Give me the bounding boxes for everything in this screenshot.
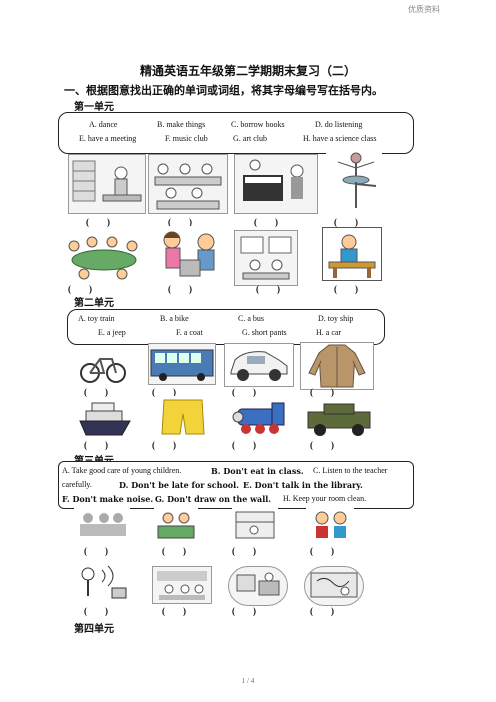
unit-2-opt-h: H. a car	[316, 328, 342, 337]
unit-1-opt-a: A. dance	[89, 120, 118, 129]
unit-4-heading: 第四单元	[74, 624, 114, 635]
unit-1-opt-h: H. have a science class	[303, 134, 377, 143]
unit-3-opt-f: F. Don't make noise.	[62, 494, 154, 504]
unit-2-opt-g: G. short pants	[242, 328, 287, 337]
unit-1-opt-b: B. make things	[157, 120, 206, 129]
jeep-picture	[304, 398, 376, 438]
unit-2-opt-b: B. a bike	[160, 314, 189, 323]
coat-picture	[300, 342, 374, 390]
unit-2-opt-e: E. a jeep	[98, 328, 126, 337]
noise-picture	[72, 562, 130, 602]
unit-1-opt-d: D. do listening	[315, 120, 363, 129]
answer-blank[interactable]: ( )	[256, 284, 280, 294]
answer-blank[interactable]: ( )	[152, 387, 176, 397]
answer-blank[interactable]: ( )	[84, 387, 108, 397]
answer-blank[interactable]: ( )	[254, 217, 278, 227]
answer-blank[interactable]: ( )	[232, 387, 256, 397]
ballet-dancer-picture	[326, 150, 382, 214]
drawing-art-picture	[234, 230, 298, 286]
answer-blank[interactable]: ( )	[68, 284, 92, 294]
kids-picture	[306, 508, 354, 542]
unit-1-opt-c: C. borrow books	[231, 120, 285, 129]
shorts-picture	[160, 396, 206, 438]
unit-1-heading: 第一单元	[74, 102, 114, 113]
science-class-picture	[158, 226, 222, 284]
bus-picture	[148, 343, 216, 385]
unit-3-opt-c: C. Listen to the teacher	[313, 466, 388, 475]
answer-blank[interactable]: ( )	[168, 284, 192, 294]
room-picture	[228, 566, 288, 606]
header-tag: 优质资料	[408, 5, 440, 14]
answer-blank[interactable]: ( )	[334, 284, 358, 294]
unit-2-opt-a: A. toy train	[78, 314, 115, 323]
answer-blank[interactable]: ( )	[162, 546, 186, 556]
unit-1-opt-g: G. art club	[233, 134, 267, 143]
car-picture	[224, 343, 294, 387]
unit-2-opt-f: F. a coat	[176, 328, 203, 337]
page-title: 精通英语五年级第二学期期末复习（二）	[139, 64, 356, 78]
unit-3-opt-a: A. Take good care of young children.	[62, 466, 182, 475]
answer-blank[interactable]: ( )	[310, 546, 334, 556]
wall-picture	[304, 566, 364, 606]
answer-blank[interactable]: ( )	[334, 217, 358, 227]
answer-blank[interactable]: ( )	[86, 217, 110, 227]
ship-picture	[78, 397, 132, 439]
unit-3-opt-d: D. Don't be late for school.	[119, 480, 239, 490]
meeting-table-picture	[60, 230, 148, 282]
answer-blank[interactable]: ( )	[84, 546, 108, 556]
instruction: 一、根据图意找出正确的单词或词组，将其字母编号写在括号内。	[64, 85, 383, 97]
answer-blank[interactable]: ( )	[162, 606, 186, 616]
library-picture	[232, 508, 278, 542]
answer-blank[interactable]: ( )	[84, 440, 108, 450]
unit-1-opt-e: E. have a meeting	[79, 134, 137, 143]
class-picture	[152, 566, 212, 604]
unit-2-opt-c: C. a bus	[238, 314, 264, 323]
bike-picture	[78, 345, 128, 385]
toy-train-picture	[228, 397, 290, 439]
answer-blank[interactable]: ( )	[310, 387, 334, 397]
unit-1-opt-f: F. music club	[165, 134, 208, 143]
answer-blank[interactable]: ( )	[232, 606, 256, 616]
classroom-picture	[154, 508, 198, 542]
unit-3-opt-g: G. Don't draw on the wall.	[155, 494, 272, 504]
unit-1-word-box: A. dance B. make things C. borrow books …	[58, 112, 414, 154]
answer-blank[interactable]: ( )	[84, 606, 108, 616]
unit-3-sentence-box: A. Take good care of young children. B. …	[58, 461, 414, 509]
answer-blank[interactable]: ( )	[310, 606, 334, 616]
classroom-teacher-picture	[68, 154, 146, 214]
unit-2-heading: 第二单元	[74, 298, 114, 309]
answer-blank[interactable]: ( )	[232, 546, 256, 556]
children-picture	[74, 508, 130, 540]
answer-blank[interactable]: ( )	[232, 440, 256, 450]
answer-blank[interactable]: ( )	[152, 440, 176, 450]
unit-3-opt-h: H. Keep your room clean.	[283, 494, 367, 503]
unit-2-opt-d: D. toy ship	[318, 314, 354, 323]
piano-music-picture	[234, 154, 318, 214]
unit-3-opt-e: E. Don't talk in the library.	[243, 480, 363, 490]
boy-making-things-picture	[322, 227, 382, 281]
answer-blank[interactable]: ( )	[168, 217, 192, 227]
answer-blank[interactable]: ( )	[310, 440, 334, 450]
unit-2-word-box: A. toy train B. a bike C. a bus D. toy s…	[67, 309, 385, 345]
unit-3-opt-b: B. Don't eat in class.	[211, 466, 304, 476]
students-desks-picture	[148, 154, 228, 214]
page-number: 1 / 4	[241, 677, 255, 685]
unit-3-opt-c-cont: carefully.	[62, 480, 92, 489]
